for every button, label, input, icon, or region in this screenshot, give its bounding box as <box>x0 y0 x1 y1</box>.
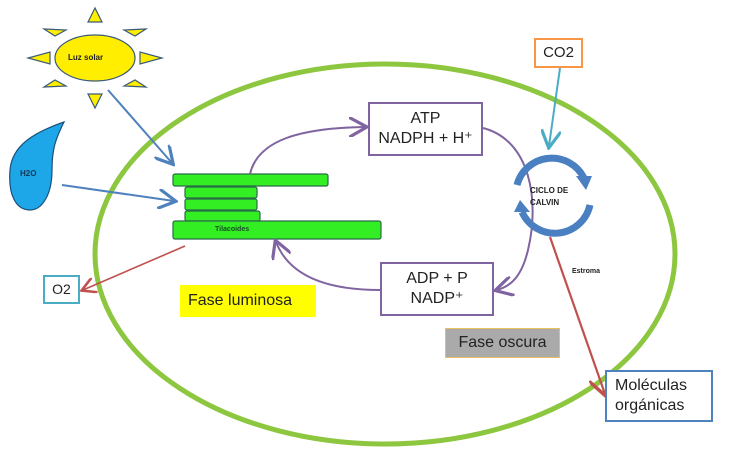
co2-box: CO2 <box>534 38 583 68</box>
atp-line1: ATP <box>410 110 441 127</box>
calvin-cycle-icon <box>513 154 594 237</box>
calvin-arrowhead-left <box>514 200 530 212</box>
arrow-atp-to-adp <box>482 127 534 290</box>
chloroplast-membrane <box>92 61 678 447</box>
sun-label: Luz solar <box>68 53 104 62</box>
oxygen-label: O2 <box>52 280 71 297</box>
sun-icon <box>25 6 165 110</box>
calvin-line2: CALVIN <box>530 198 560 207</box>
stroma-label: Estroma <box>572 268 601 275</box>
calvin-arrowhead-right <box>576 176 592 190</box>
atp-line2: NADPH + H⁺ <box>378 130 473 147</box>
thylakoid-stack <box>172 173 382 240</box>
adp-box: ADP + P NADP⁺ <box>380 262 494 316</box>
arrow-water-to-thylakoids <box>61 184 174 201</box>
organic-molecules-box: Moléculas orgánicas <box>605 370 713 422</box>
dark-phase-text: Fase oscura <box>458 334 547 351</box>
organic-line1: Moléculas <box>615 377 688 394</box>
co2-label: CO2 <box>543 43 574 61</box>
light-phase-text: Fase luminosa <box>188 292 293 309</box>
adp-line2: NADP⁺ <box>410 290 464 307</box>
arrow-adp-to-thylakoids <box>276 242 381 291</box>
organic-line2: orgánicas <box>615 397 685 414</box>
arrow-co2-to-calvin <box>549 67 560 146</box>
thylakoids-label: Tilacoides <box>215 226 250 233</box>
arrow-calvin-to-organic <box>548 236 605 394</box>
arrow-to-oxygen <box>83 245 186 290</box>
dark-phase-label: Fase oscura <box>445 328 560 358</box>
calvin-label: CICLO DE CALVIN <box>530 185 568 209</box>
arrow-thylakoids-to-atp <box>249 127 365 175</box>
oxygen-box: O2 <box>43 275 80 304</box>
water-label: H2O <box>20 169 37 178</box>
water-drop-icon <box>9 120 66 211</box>
arrow-light-to-thylakoids <box>107 89 172 163</box>
calvin-line1: CICLO DE <box>530 186 569 195</box>
atp-box: ATP NADPH + H⁺ <box>368 102 483 156</box>
light-phase-label: Fase luminosa <box>180 285 316 317</box>
adp-line1: ADP + P <box>406 270 468 287</box>
